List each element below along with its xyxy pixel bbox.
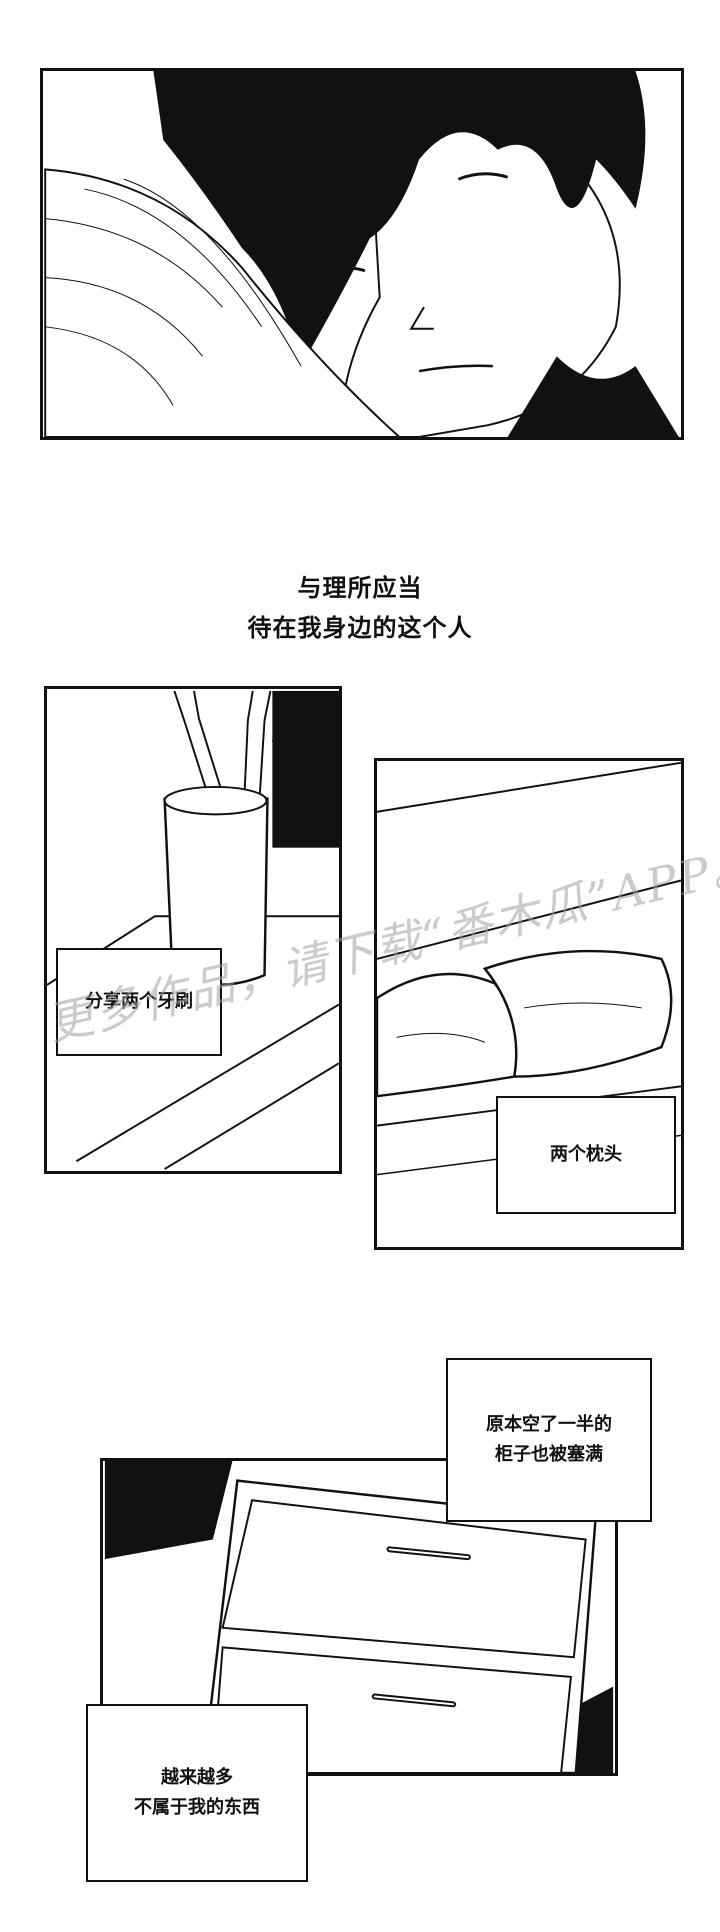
man-closeup-illustration xyxy=(44,71,679,437)
caption-line-2: 待在我身边的这个人 xyxy=(247,614,473,642)
panel-toothbrushes xyxy=(44,686,342,1174)
closet-caption-box: 原本空了一半的 柜子也被塞满 xyxy=(446,1358,652,1522)
things-caption-box: 越来越多 不属于我的东西 xyxy=(86,1704,308,1882)
toothbrush-caption-box: 分享两个牙刷 xyxy=(56,948,222,1056)
caption-line-1: 与理所应当 xyxy=(297,574,423,602)
closet-drawers-illustration xyxy=(104,1461,614,1773)
panel-face-closeup xyxy=(40,68,684,440)
panel-closet xyxy=(100,1458,618,1776)
toothbrush-cup-illustration xyxy=(47,690,339,1170)
pillows-caption-box: 两个枕头 xyxy=(496,1096,676,1214)
